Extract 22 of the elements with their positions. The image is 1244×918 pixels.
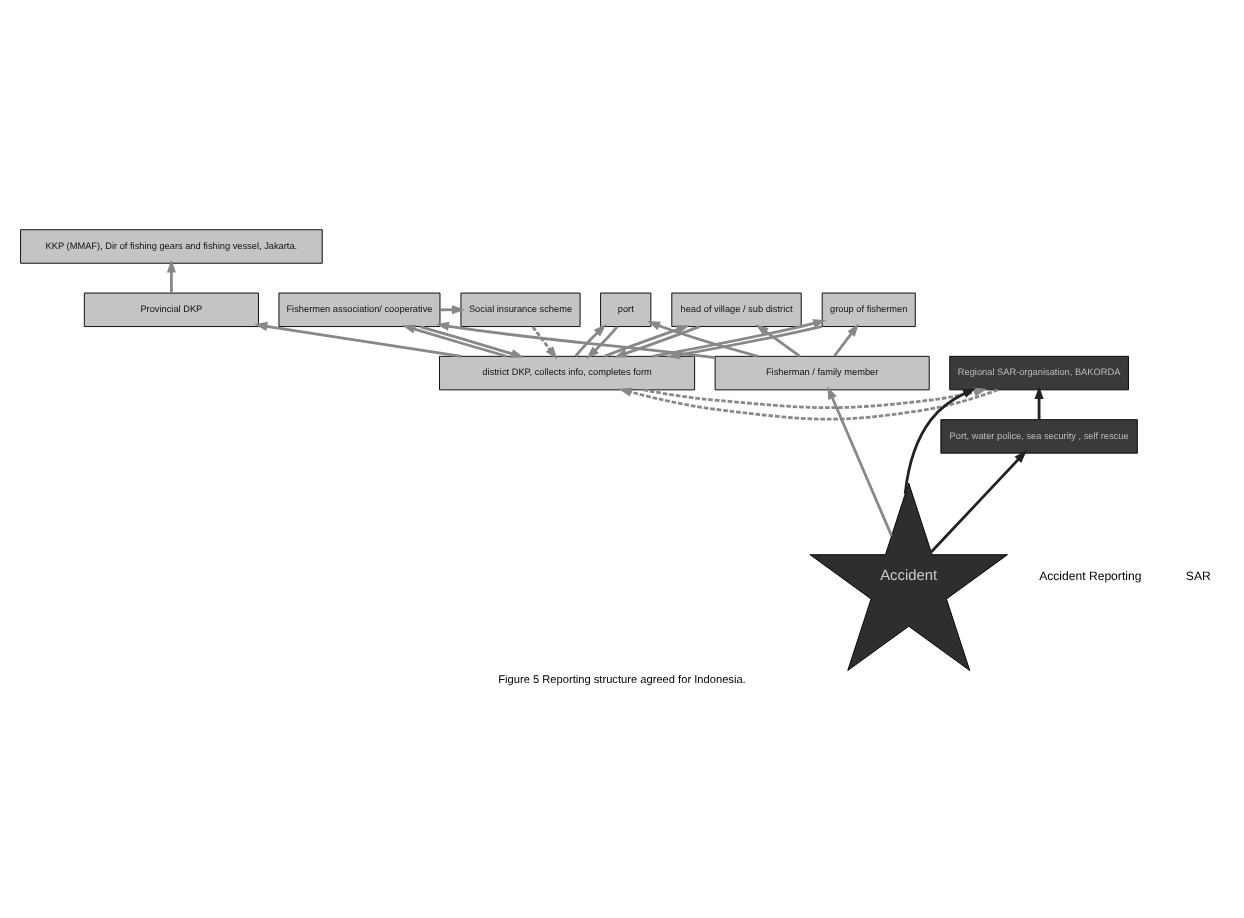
arrow [652, 318, 827, 357]
arrow [643, 386, 988, 409]
arrow [574, 323, 607, 356]
arrow [419, 324, 525, 358]
arrow [1034, 385, 1044, 419]
arrow [586, 325, 619, 358]
arrow [618, 386, 999, 420]
arrow [666, 323, 823, 359]
arrow [614, 324, 700, 357]
arrow [903, 387, 977, 494]
arrow [755, 323, 801, 357]
arrow [833, 322, 859, 356]
arrow [440, 304, 465, 314]
arrow [254, 320, 462, 357]
arrow [930, 449, 1027, 552]
arrow [531, 325, 558, 359]
arrow [166, 258, 176, 292]
arrow [435, 320, 716, 359]
arrow [647, 320, 759, 357]
arrow [603, 324, 690, 357]
arrow [402, 323, 507, 357]
arrow [827, 385, 893, 536]
